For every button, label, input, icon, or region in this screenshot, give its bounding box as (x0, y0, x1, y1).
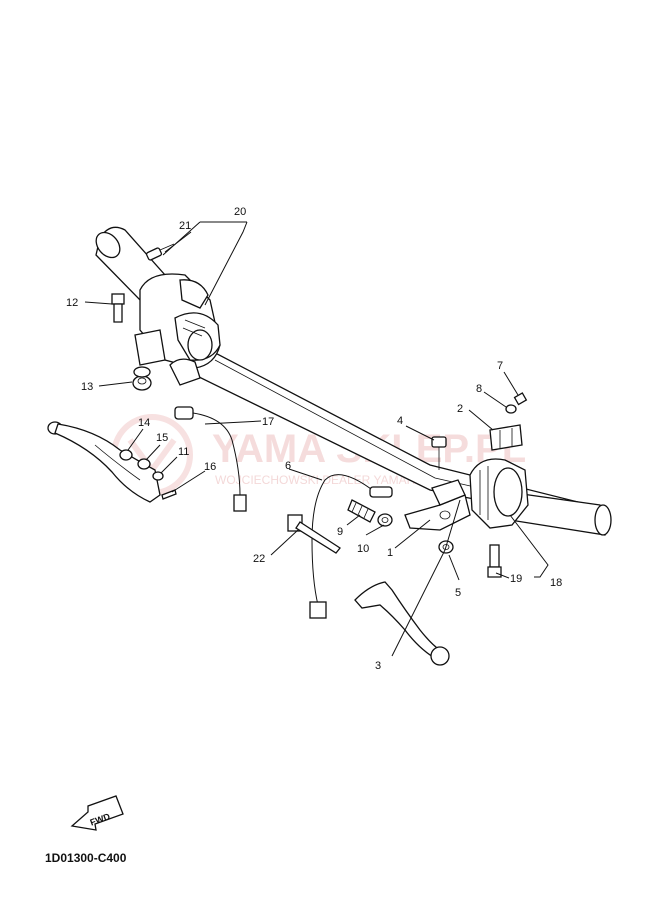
callout-5: 5 (455, 587, 461, 599)
clamp-2 (489, 424, 523, 451)
callout-8: 8 (476, 383, 482, 395)
throttle-housing-18 (469, 458, 529, 529)
callouts: 20 21 12 13 14 15 11 16 17 6 22 9 10 1 4… (66, 206, 562, 672)
left-switch-housing (134, 273, 221, 386)
nut-13 (132, 366, 152, 391)
callout-9: 9 (337, 526, 343, 538)
clutch-switch-17 (174, 406, 247, 512)
callout-11: 11 (178, 446, 189, 458)
callout-2: 2 (457, 403, 463, 415)
callout-17: 17 (262, 416, 274, 428)
callout-10: 10 (357, 543, 369, 555)
washer-8 (505, 404, 517, 414)
callout-4: 4 (397, 415, 403, 427)
adjuster-22 (287, 514, 341, 554)
callout-19: 19 (510, 573, 522, 585)
screw-12 (111, 293, 125, 323)
screw-21 (145, 243, 175, 261)
callout-12: 12 (66, 297, 78, 309)
callout-6: 6 (285, 460, 291, 472)
adjuster-9 (347, 499, 376, 523)
callout-1: 1 (387, 547, 393, 559)
right-lever-3 (354, 581, 450, 666)
left-lever (47, 421, 161, 503)
callout-7: 7 (497, 360, 503, 372)
callout-13: 13 (81, 381, 93, 393)
callout-22: 22 (253, 553, 265, 565)
fwd-arrow: FWD (70, 795, 124, 831)
handlebar (194, 344, 612, 536)
callout-21: 21 (179, 220, 191, 232)
throttle-cable-6 (309, 474, 393, 619)
lever-bracket-1 (404, 479, 471, 531)
screw-7 (513, 392, 528, 406)
callout-18: 18 (550, 577, 562, 589)
callout-15: 15 (156, 432, 168, 444)
callout-14: 14 (138, 417, 150, 429)
drawing-code: 1D01300-C400 (45, 851, 127, 865)
bolt-4 (431, 436, 447, 470)
nut-10 (377, 513, 393, 527)
screw-19 (487, 544, 502, 578)
lever-hardware (119, 449, 177, 500)
leader-lines (84, 221, 549, 657)
callout-20: 20 (234, 206, 246, 218)
watermark-sub: WOJCIECHOWSKI DEALER YAMAHA (215, 473, 423, 487)
callout-16: 16 (204, 461, 216, 473)
callout-3: 3 (375, 660, 381, 672)
